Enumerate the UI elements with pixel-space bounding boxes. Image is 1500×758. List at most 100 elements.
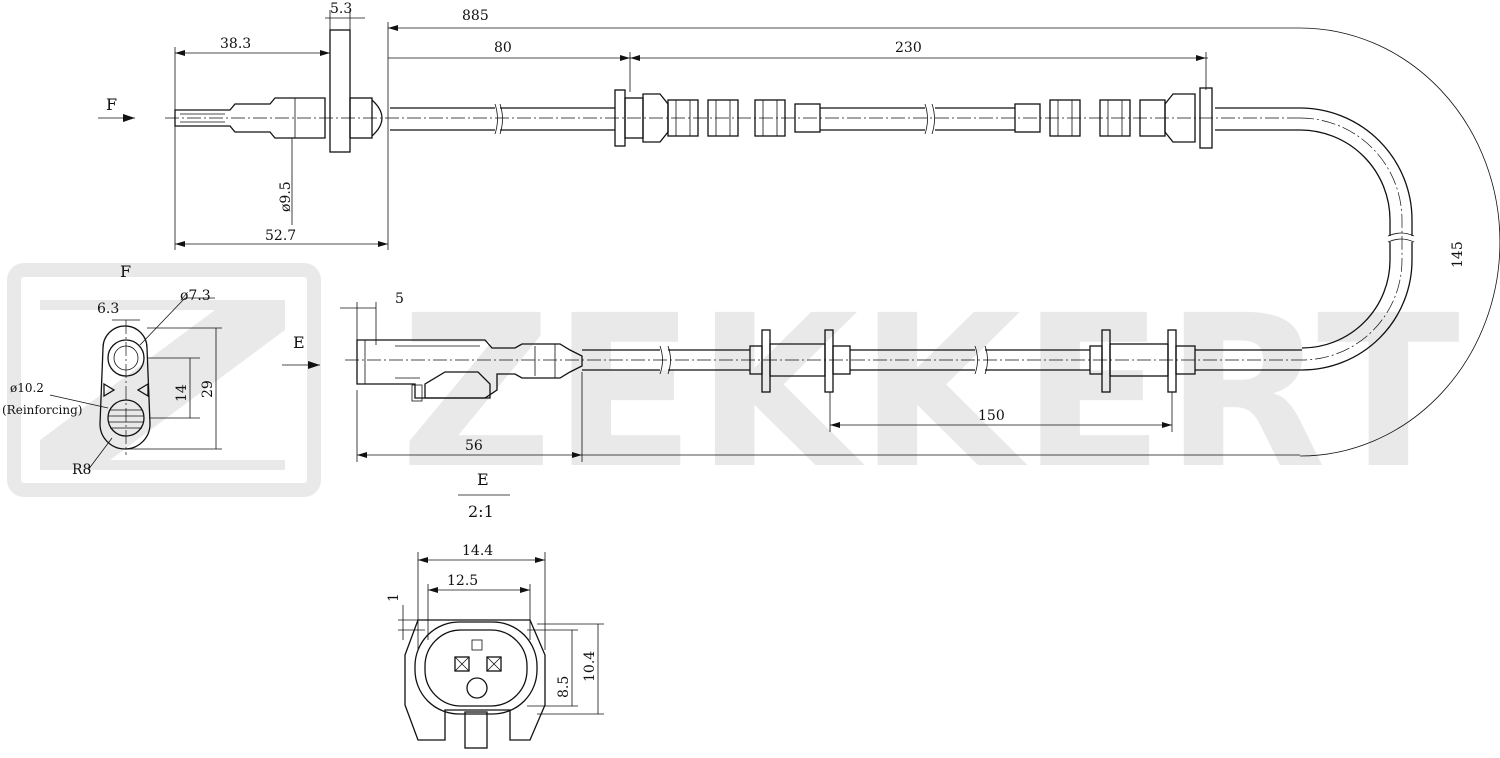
leader-r8 bbox=[87, 437, 113, 471]
dim-14-4: 14.4 bbox=[462, 543, 493, 559]
connector-ribs bbox=[534, 344, 556, 378]
guide-hole bbox=[466, 677, 488, 699]
break-mark-4 bbox=[659, 345, 671, 375]
clip-ribs bbox=[1057, 100, 1123, 136]
cable-segment-2 bbox=[500, 107, 615, 131]
flange-hub bbox=[349, 97, 373, 139]
arrow-icon bbox=[388, 25, 398, 31]
view-e-arrow-label: E bbox=[293, 333, 305, 352]
view-f: F 6.3 ø7.3 ø10.2 (Reinforcing) 14 29 R8 bbox=[2, 262, 222, 478]
cable-bend-inner-top bbox=[1299, 129, 1391, 236]
bottom-dimensions: 5 E 150 56 bbox=[282, 291, 1300, 462]
logo-z-shape bbox=[40, 300, 285, 470]
grommet-cap bbox=[832, 345, 851, 375]
dim-10-2: ø10.2 bbox=[10, 381, 44, 395]
dim-52-7: 52.7 bbox=[265, 228, 296, 244]
view-e-scale: 2:1 bbox=[468, 502, 494, 521]
sensor-detail bbox=[180, 98, 296, 138]
break-mark-1 bbox=[494, 103, 503, 135]
latch-tab bbox=[411, 384, 423, 402]
clip-block bbox=[1014, 103, 1041, 133]
bottom-cable-segment-5 bbox=[1195, 349, 1302, 371]
connector-key-top bbox=[471, 639, 483, 651]
dim-r8: R8 bbox=[72, 462, 91, 478]
clip-block bbox=[794, 103, 821, 133]
bottom-cable-assembly bbox=[345, 329, 1302, 402]
logo-frame bbox=[7, 263, 321, 497]
clip-block bbox=[1099, 99, 1131, 137]
leader-10-2 bbox=[49, 394, 109, 409]
cable-bend-outer-top bbox=[1299, 107, 1413, 236]
connector-face-inner bbox=[424, 629, 528, 707]
clip-ribs bbox=[675, 100, 778, 136]
cable-clip-group-1 bbox=[614, 89, 821, 147]
dim-10-4: 10.4 bbox=[582, 651, 598, 682]
dim-5-3: 5.3 bbox=[330, 1, 352, 17]
clip-block bbox=[667, 99, 699, 137]
cable-bend-inner-bottom bbox=[1301, 242, 1391, 349]
view-e-title: E bbox=[477, 470, 489, 489]
dim-29: 29 bbox=[200, 380, 216, 398]
dim-5: 5 bbox=[395, 291, 404, 307]
dim-1: 1 bbox=[386, 593, 402, 602]
dim-arc-885 bbox=[1299, 27, 1500, 457]
dim-38-3: 38.3 bbox=[220, 36, 251, 52]
dim-230: 230 bbox=[895, 40, 922, 56]
top-dimensions: 885 5.3 38.3 80 230 ø9.5 52.7 145 F bbox=[98, 1, 1500, 457]
bottom-cable-segment-2 bbox=[668, 349, 750, 371]
break-mark-2 bbox=[924, 103, 935, 135]
break-mark-3 bbox=[1387, 232, 1415, 243]
dim-9-5: ø9.5 bbox=[278, 181, 294, 212]
dim-8-5: 8.5 bbox=[556, 676, 572, 698]
connector-face-shell bbox=[414, 621, 538, 715]
pin-1 bbox=[454, 656, 470, 672]
cable-segment-3 bbox=[820, 107, 925, 131]
zekkert-logo-watermark: ZEKKERT bbox=[7, 263, 1460, 515]
bottom-cable-segment-4 bbox=[985, 349, 1090, 371]
dim-145: 145 bbox=[1450, 241, 1466, 268]
cable-segment-4 bbox=[935, 107, 1015, 131]
bend-centerline bbox=[1299, 117, 1403, 361]
watermark-text: ZEKKERT bbox=[400, 270, 1460, 515]
connector-key-bottom bbox=[464, 711, 488, 749]
pin-1-cross bbox=[454, 656, 470, 672]
sensor-body bbox=[174, 97, 326, 139]
locator-triangles bbox=[103, 382, 149, 398]
connector-face-outer bbox=[404, 619, 546, 741]
mounting-flange bbox=[329, 29, 351, 153]
pin-2-cross bbox=[486, 656, 502, 672]
cable-clip-group-2 bbox=[1014, 87, 1213, 149]
leader-7-3 bbox=[139, 297, 186, 346]
flange-grommet bbox=[371, 99, 383, 137]
bottom-cable-segment-1 bbox=[582, 349, 660, 371]
dim-7-3: ø7.3 bbox=[180, 288, 211, 304]
dim-14: 14 bbox=[174, 384, 190, 402]
clip-block bbox=[1049, 99, 1081, 137]
dim-56: 56 bbox=[465, 438, 483, 454]
top-cable-assembly bbox=[165, 29, 1415, 371]
clip-block bbox=[707, 99, 739, 137]
break-mark-5 bbox=[974, 345, 988, 375]
view-f-title: F bbox=[120, 262, 131, 281]
dim-150: 150 bbox=[978, 408, 1005, 424]
grommet-1 bbox=[749, 329, 851, 393]
bottom-cable-segment-3 bbox=[850, 349, 975, 371]
cable-bend-outer-bottom bbox=[1301, 242, 1413, 371]
grommet-2 bbox=[1089, 329, 1196, 393]
arrow-right-icon bbox=[308, 361, 320, 369]
clip-block bbox=[754, 99, 786, 137]
cable-segment-1 bbox=[390, 107, 495, 131]
reinforcing-label: (Reinforcing) bbox=[2, 403, 82, 417]
grommet-cap bbox=[1175, 345, 1196, 375]
dim-885: 885 bbox=[462, 8, 489, 24]
dim-12-5: 12.5 bbox=[447, 573, 478, 589]
pin-2 bbox=[486, 656, 502, 672]
clip-taper bbox=[1164, 93, 1196, 143]
dim-80: 80 bbox=[494, 40, 512, 56]
arrow-right-icon bbox=[123, 114, 135, 122]
view-e: E 2:1 14.4 12.5 1 8.5 bbox=[386, 470, 604, 749]
cable-segment-5 bbox=[1215, 107, 1300, 131]
connector-latch bbox=[424, 371, 491, 399]
